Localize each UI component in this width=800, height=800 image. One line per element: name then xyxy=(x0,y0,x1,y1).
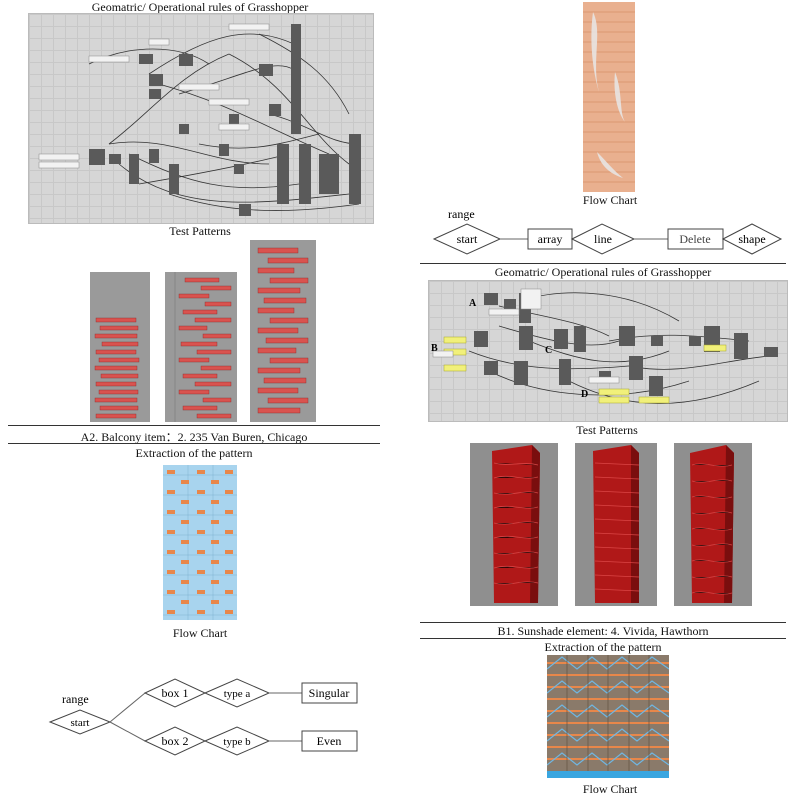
right-extraction-label: Extraction of the pattern xyxy=(544,640,662,654)
right-divider-middle xyxy=(420,622,786,623)
right-flow-range-label: range xyxy=(448,207,475,221)
a2-caption: A2. Balcony item：2. 235 Van Buren, Chica… xyxy=(80,430,308,444)
balcony-pattern-3 xyxy=(250,240,316,422)
left-flow-range-label: range xyxy=(62,692,89,706)
left-divider-bottom xyxy=(8,443,380,444)
left-flow-singular-node xyxy=(301,682,358,704)
right-flow-delete-label: Delete xyxy=(679,232,710,246)
right-gh-label-d: D xyxy=(581,389,588,400)
right-elevation-svg xyxy=(583,11,635,183)
right-flow-diagram: range start array line Delete shape xyxy=(432,207,783,255)
sunshade-tower-2 xyxy=(575,443,657,606)
right-elevation-image xyxy=(583,2,635,192)
right-divider-bottom xyxy=(420,638,786,639)
sunshade-tower-1-svg xyxy=(492,445,540,603)
left-flow-box1-label: box 1 xyxy=(162,686,189,700)
right-grasshopper-canvas: A B C D xyxy=(428,280,788,422)
left-divider-top xyxy=(8,425,380,426)
left-flow-edge-start-box2 xyxy=(109,721,146,742)
right-flow-chart-bottom-label: Flow Chart xyxy=(582,782,638,796)
balcony-pattern-3-svg xyxy=(257,247,309,414)
left-flow-start-label: start xyxy=(71,717,90,729)
right-gh-title: Geomatric/ Operational rules of Grasshop… xyxy=(494,265,712,279)
left-flow-type-a-label: type a xyxy=(224,688,251,700)
left-test-patterns-label: Test Patterns xyxy=(169,224,231,238)
left-flow-diagram: range start box 1 box 2 type a type b Si… xyxy=(48,678,358,756)
right-gh-label-b: B xyxy=(431,343,438,354)
right-flow-shape-label: shape xyxy=(738,232,765,246)
sunshade-tower-2-svg xyxy=(593,445,640,603)
left-flow-edge-start-box1 xyxy=(109,692,146,723)
b1-caption: B1. Sunshade element: 4. Vivida, Hawthor… xyxy=(497,624,709,638)
sunshade-tower-3-svg xyxy=(690,445,734,603)
right-extracted-pattern xyxy=(546,655,670,778)
right-flow-start-label: start xyxy=(457,232,478,246)
left-grasshopper-graph xyxy=(38,23,361,216)
left-flow-singular-label: Singular xyxy=(309,686,350,700)
left-gh-title: Geomatric/ Operational rules of Grasshop… xyxy=(91,0,309,14)
sunshade-tower-3 xyxy=(674,443,752,606)
left-flow-even-label: Even xyxy=(317,734,342,748)
left-flow-type-b-label: type b xyxy=(223,736,251,748)
right-test-patterns-label: Test Patterns xyxy=(576,423,638,437)
right-gh-label-a: A xyxy=(469,298,477,309)
left-extracted-pattern-svg xyxy=(163,465,237,620)
left-extraction-label: Extraction of the pattern xyxy=(135,446,253,460)
balcony-pattern-1-svg xyxy=(94,317,140,419)
right-flow-chart-top-label: Flow Chart xyxy=(582,193,638,207)
balcony-pattern-2-svg xyxy=(174,272,232,422)
right-flow-array-label: array xyxy=(538,232,563,246)
right-gh-label-c: C xyxy=(545,345,552,356)
right-grasshopper-graph: A B C D xyxy=(431,288,778,404)
left-flow-box2-label: box 2 xyxy=(162,734,189,748)
balcony-pattern-1 xyxy=(90,272,150,422)
left-grasshopper-canvas xyxy=(28,13,374,224)
left-flow-even-node xyxy=(301,730,358,752)
left-flow-chart-label: Flow Chart xyxy=(172,626,228,640)
right-divider-top xyxy=(420,263,786,264)
balcony-pattern-2 xyxy=(165,272,237,422)
right-extracted-pattern-svg xyxy=(546,655,670,778)
left-extracted-pattern xyxy=(163,465,237,620)
right-flow-line-label: line xyxy=(594,232,612,246)
sunshade-tower-1 xyxy=(470,443,558,606)
right-flow-shape-node xyxy=(721,223,783,255)
